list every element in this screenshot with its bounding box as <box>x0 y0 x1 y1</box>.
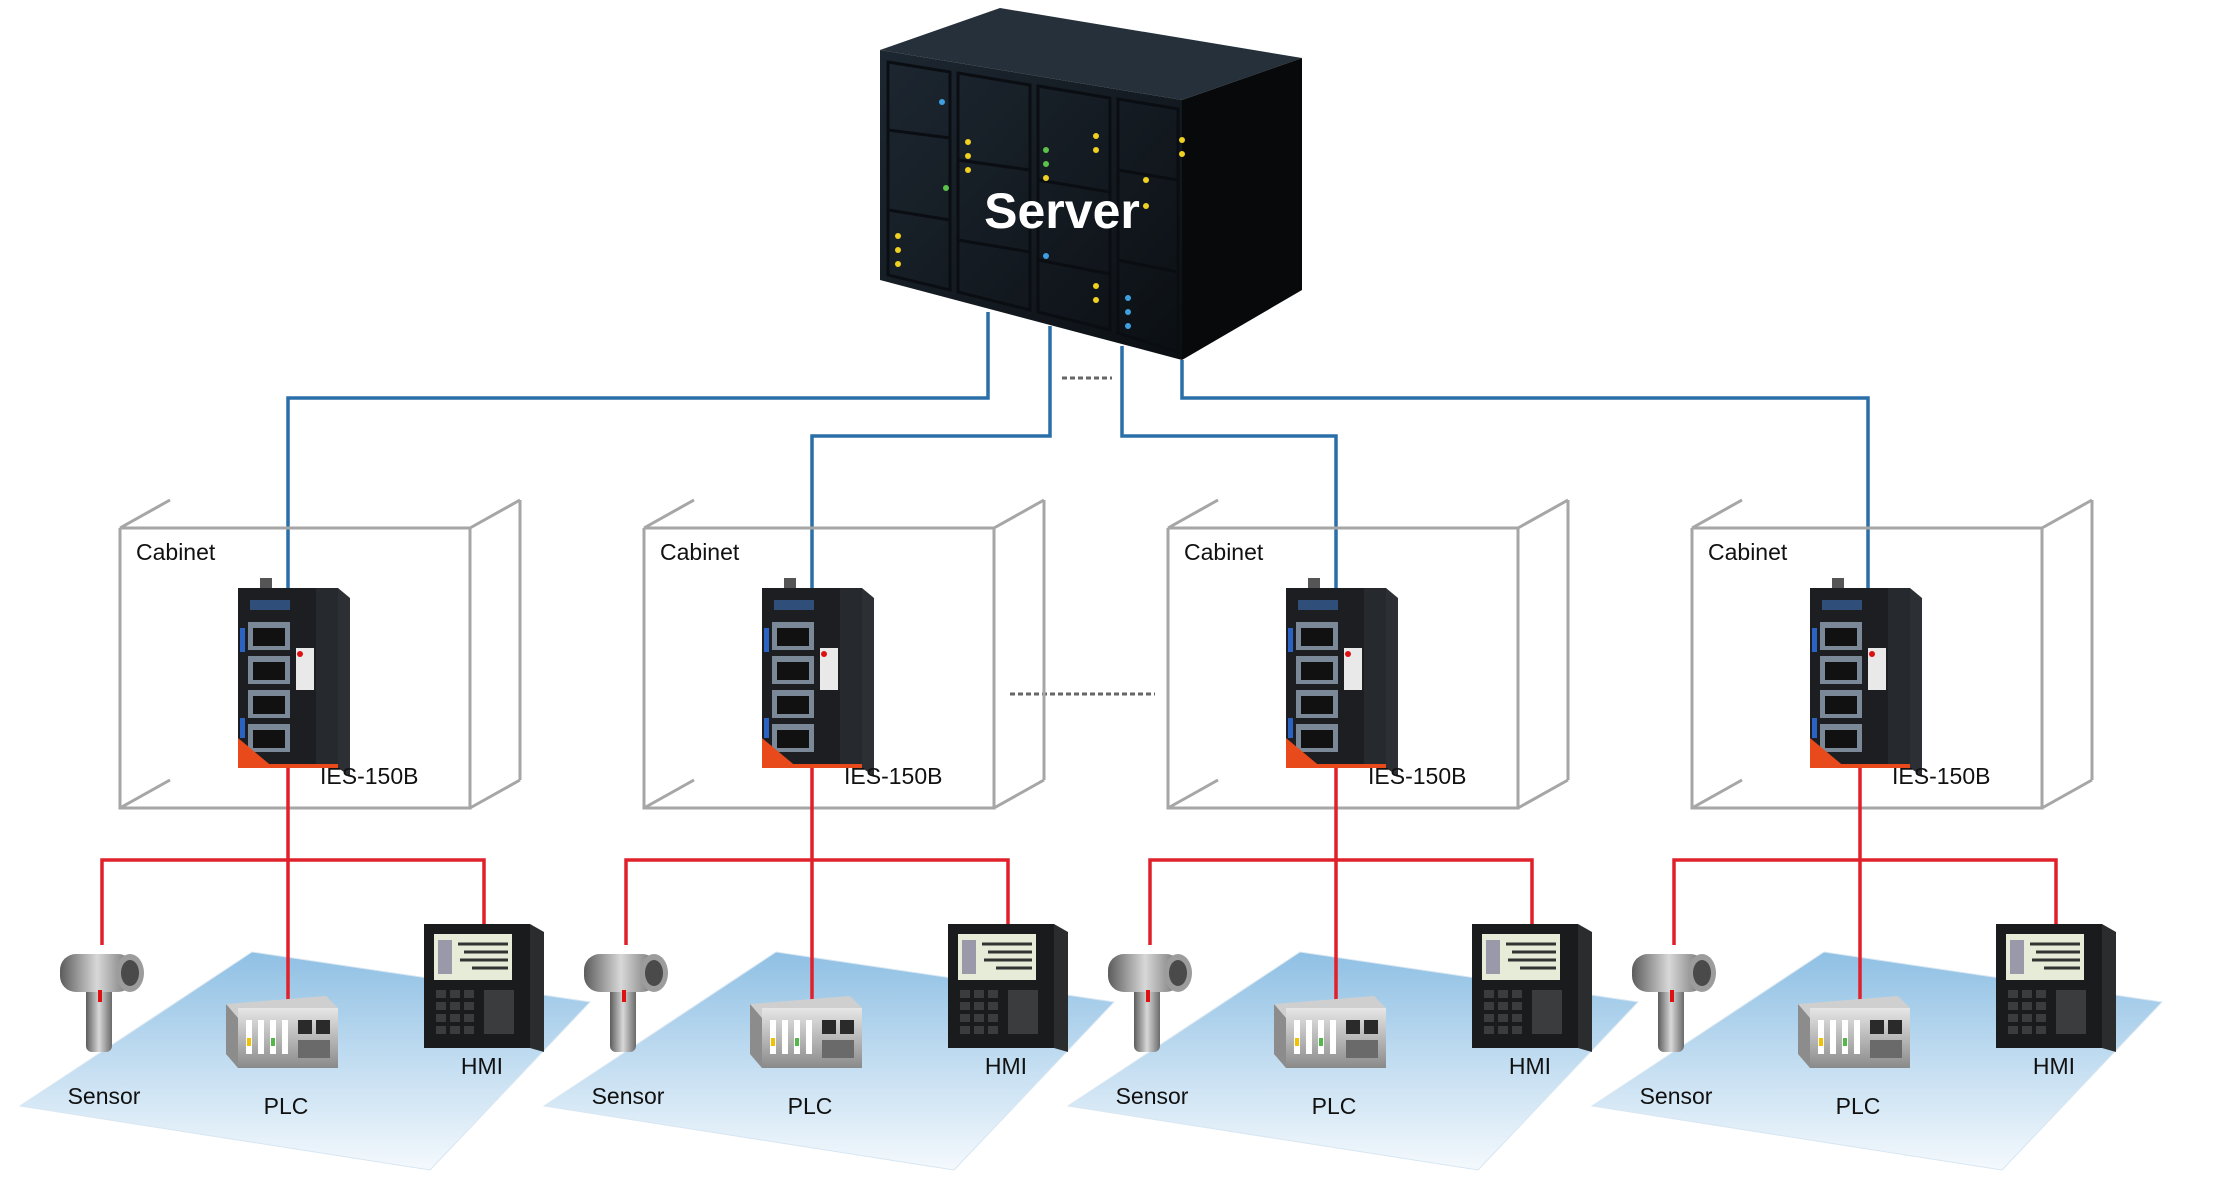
uplink-cables <box>286 312 1870 598</box>
cabinet-outline <box>1690 498 2094 810</box>
server-top-face <box>880 8 1302 100</box>
server-label: Server <box>984 183 1140 239</box>
switch-model-label: IES-150B <box>1892 763 1990 789</box>
hmi-label: HMI <box>985 1053 1027 1079</box>
plc-device <box>226 996 338 1068</box>
sensor-label: Sensor <box>1116 1083 1189 1109</box>
hmi-device <box>422 922 546 1054</box>
field-cables <box>624 765 1010 1010</box>
switch-model-label: IES-150B <box>844 763 942 789</box>
uplink-cable-3 <box>1120 346 1338 598</box>
switch-ies-150b <box>1810 578 1922 776</box>
plc-device <box>1798 996 1910 1068</box>
field-cables <box>1672 765 2058 1010</box>
server-side-face <box>1182 58 1302 360</box>
plc-label: PLC <box>788 1093 833 1119</box>
sensor-label: Sensor <box>1640 1083 1713 1109</box>
cabinet-label: Cabinet <box>1708 539 1788 565</box>
hmi-device <box>946 922 1070 1054</box>
field-cables <box>100 765 486 1010</box>
server: Server <box>880 8 1302 360</box>
cabinet-label: Cabinet <box>1184 539 1264 565</box>
plc-label: PLC <box>1836 1093 1881 1119</box>
sensor-label: Sensor <box>592 1083 665 1109</box>
cabinet-label: Cabinet <box>660 539 740 565</box>
hmi-label: HMI <box>461 1053 503 1079</box>
server-rack-panels <box>886 60 1180 355</box>
hmi-label: HMI <box>2033 1053 2075 1079</box>
plc-device <box>750 996 862 1068</box>
hmi-device <box>1994 922 2118 1054</box>
hmi-device <box>1470 922 1594 1054</box>
plc-label: PLC <box>1312 1093 1357 1119</box>
plc-label: PLC <box>264 1093 309 1119</box>
cabinet-label: Cabinet <box>136 539 216 565</box>
cabinet-outline <box>1166 498 1570 810</box>
switch-model-label: IES-150B <box>320 763 418 789</box>
cabinet-outline <box>118 498 522 810</box>
uplink-cable-2 <box>810 326 1052 598</box>
server-status-leds <box>895 99 1185 329</box>
field-cables <box>1148 765 1534 1010</box>
plc-device <box>1274 996 1386 1068</box>
switch-ies-150b <box>762 578 874 776</box>
switch-model-label: IES-150B <box>1368 763 1466 789</box>
sensor-label: Sensor <box>68 1083 141 1109</box>
switch-ies-150b <box>238 578 350 776</box>
uplink-cable-1 <box>286 312 990 598</box>
switch-ies-150b <box>1286 578 1398 776</box>
hmi-label: HMI <box>1509 1053 1551 1079</box>
cabinet-outline <box>642 498 1046 810</box>
uplink-cable-4 <box>1180 360 1870 598</box>
